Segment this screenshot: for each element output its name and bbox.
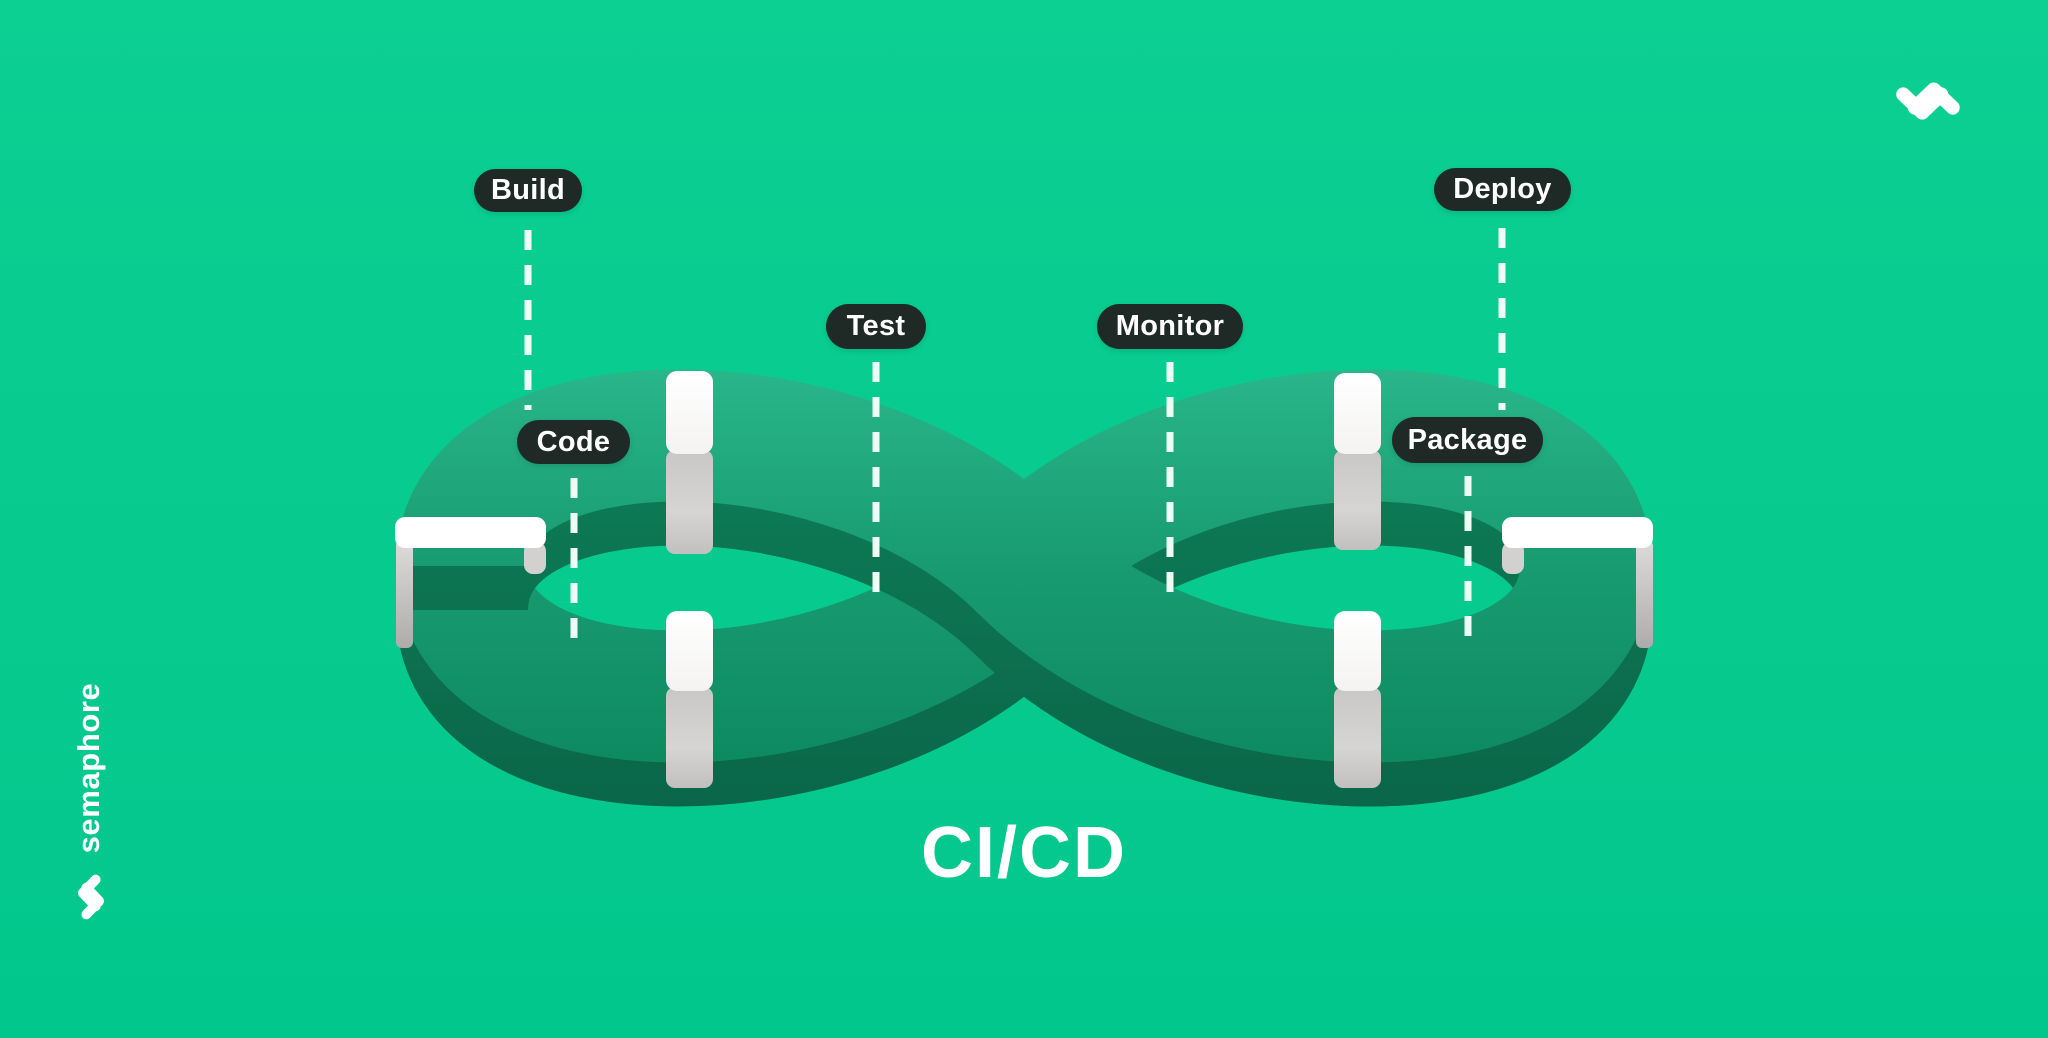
diagram-title: CI/CD (921, 813, 1127, 893)
semaphore-logo-icon (1896, 82, 1960, 120)
logo-chevron-down (81, 882, 105, 920)
logo-chevron-down (1896, 87, 1949, 120)
stage-pill-monitor: Monitor (1097, 304, 1243, 349)
pillar-white (1334, 373, 1381, 454)
stage-pill-package: Package (1392, 417, 1543, 463)
stage-pill-deploy: Deploy (1434, 168, 1571, 211)
pillar-white (666, 371, 713, 454)
stage-label-monitor: Monitor (1115, 310, 1225, 342)
right-marker-wedge (1502, 542, 1524, 574)
left-marker-wedge (524, 542, 546, 574)
right-marker-leg (1636, 540, 1653, 648)
left-marker-leg (396, 540, 413, 648)
stage-pill-build: Build (474, 169, 582, 212)
stage-label-code: Code (536, 425, 611, 458)
stage-label-package: Package (1407, 423, 1528, 456)
stage-pill-code: Code (517, 420, 630, 464)
right-marker-bar (1502, 517, 1653, 548)
pillar-gray (666, 687, 713, 788)
stage-label-deploy: Deploy (1453, 173, 1552, 205)
logo-chevron-up (1907, 82, 1960, 115)
brand-wordmark: semaphore (71, 682, 106, 854)
infinity-ribbon (396, 369, 1652, 807)
left-start-marker (395, 517, 546, 648)
pillar-white (666, 611, 713, 691)
checkpoint-pillars (666, 371, 1381, 788)
pillar-gray (666, 450, 713, 554)
stage-label-build: Build (491, 174, 565, 206)
connector-lines (524, 228, 1506, 648)
logo-chevron-up (77, 874, 101, 912)
right-start-marker (1502, 517, 1653, 648)
pillar-gray (1334, 687, 1381, 788)
pillar-gray (1334, 450, 1381, 550)
pillar-white (1334, 611, 1381, 691)
left-marker-bar (395, 517, 546, 548)
stage-label-test: Test (846, 310, 906, 342)
stage-pill-test: Test (826, 304, 926, 349)
semaphore-logo-icon (77, 874, 105, 920)
